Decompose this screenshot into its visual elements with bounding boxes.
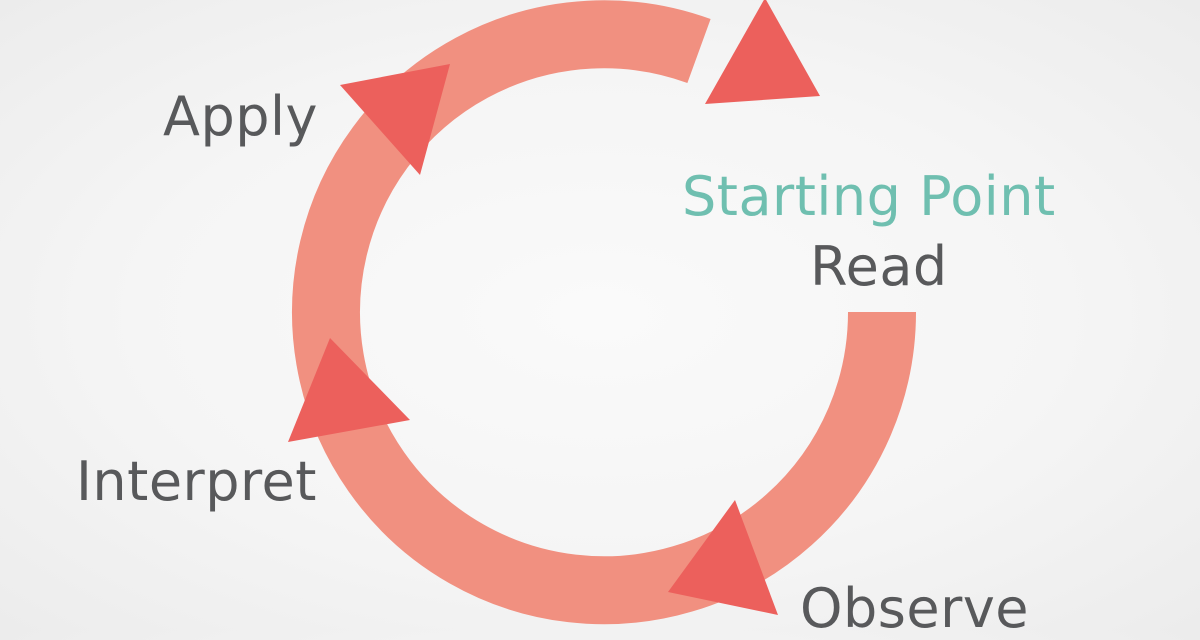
arrow-head-top <box>705 0 820 104</box>
step-read: Read <box>810 235 948 298</box>
arrow-head-left <box>288 338 410 442</box>
step-observe: Observe <box>800 577 1030 640</box>
arrow-head-upper-left <box>340 64 450 175</box>
cycle-ring <box>292 0 916 625</box>
starting-point-label: Starting Point <box>682 165 1056 228</box>
arrow-head-bottom-right <box>668 500 778 615</box>
step-apply: Apply <box>163 85 318 148</box>
step-interpret: Interpret <box>76 450 317 513</box>
